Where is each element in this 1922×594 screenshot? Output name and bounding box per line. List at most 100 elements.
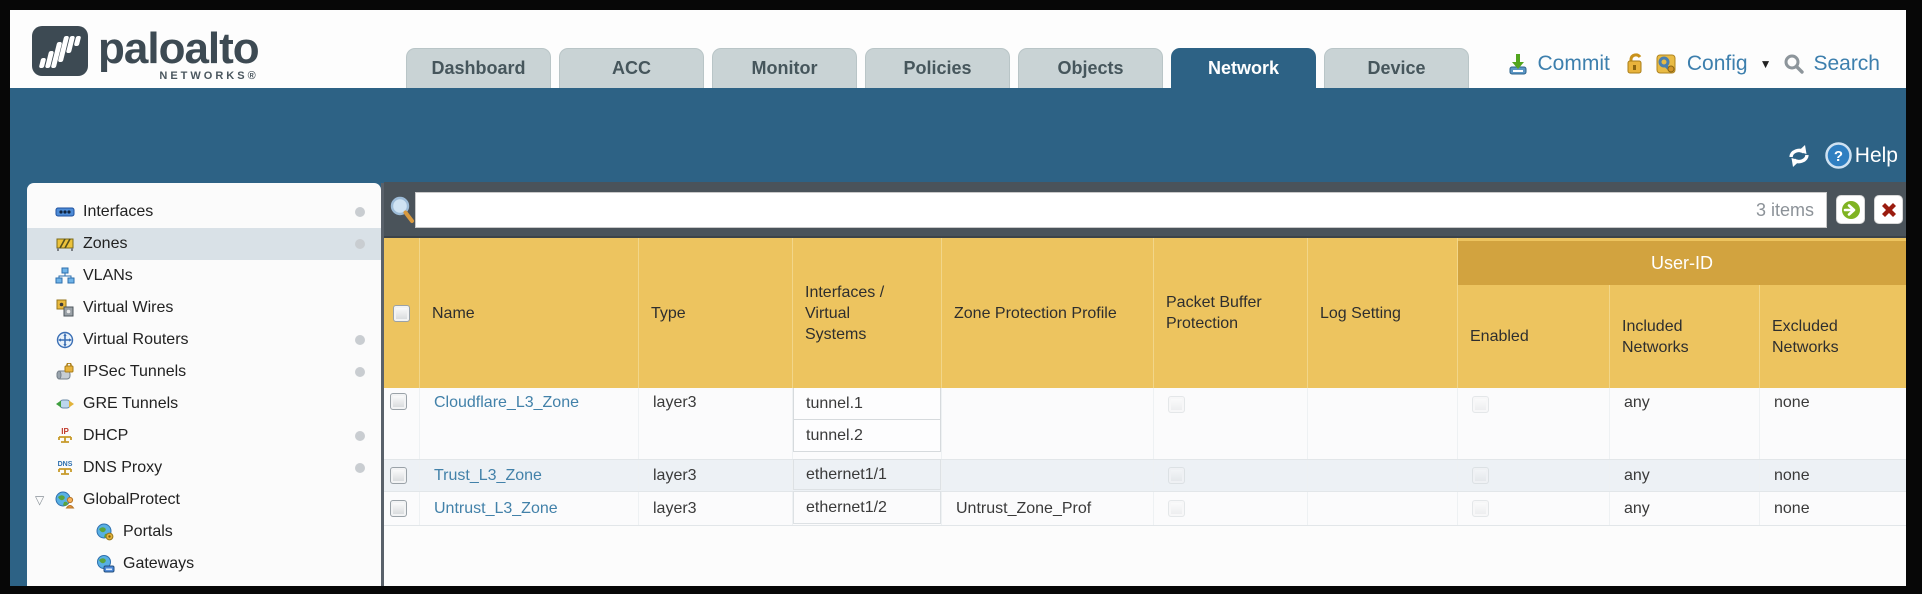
- select-all-cell: [384, 238, 420, 388]
- zone-interfaces: tunnel.1 tunnel.2: [793, 387, 942, 459]
- packet-buffer-protection-checkbox[interactable]: [1168, 467, 1185, 484]
- primary-tabs: Dashboard ACC Monitor Policies Objects N…: [406, 48, 1469, 88]
- zone-interfaces: ethernet1/2: [793, 491, 942, 525]
- status-dot: [355, 239, 365, 249]
- search-icon[interactable]: [1783, 53, 1805, 75]
- globalprotect-icon: [55, 491, 75, 509]
- status-dot: [355, 335, 365, 345]
- tab-network[interactable]: Network: [1171, 48, 1316, 88]
- config-caret-icon[interactable]: ▼: [1759, 57, 1772, 71]
- sidebar-item-ipsec-tunnels[interactable]: IPSec Tunnels: [27, 356, 381, 388]
- packet-buffer-protection-checkbox[interactable]: [1168, 500, 1185, 517]
- tab-monitor[interactable]: Monitor: [712, 48, 857, 88]
- help-button[interactable]: Help: [1854, 143, 1898, 167]
- interface-item: ethernet1/1: [793, 459, 941, 490]
- status-dot: [355, 207, 365, 217]
- sidebar-item-interfaces[interactable]: Interfaces: [27, 196, 381, 228]
- sidebar-item-portals[interactable]: Portals: [27, 516, 381, 548]
- column-header-log-setting[interactable]: Log Setting: [1308, 238, 1458, 388]
- table-row: Trust_L3_Zone layer3 ethernet1/1 any non…: [384, 459, 1906, 492]
- user-id-enabled-checkbox[interactable]: [1472, 467, 1489, 484]
- status-dot: [355, 431, 365, 441]
- zone-name-link[interactable]: Cloudflare_L3_Zone: [420, 388, 639, 459]
- user-id-enabled-checkbox[interactable]: [1472, 396, 1489, 413]
- svg-text:IP: IP: [61, 427, 69, 436]
- virtual-routers-icon: [56, 331, 74, 349]
- tab-policies[interactable]: Policies: [865, 48, 1010, 88]
- zones-panel: 3 items Name T: [384, 182, 1906, 586]
- sidebar-item-virtual-routers[interactable]: Virtual Routers: [27, 324, 381, 356]
- top-action-bar: Commit Config ▼ Search: [1506, 52, 1886, 76]
- user-id-group-header: User-ID: [1458, 241, 1906, 285]
- tab-acc[interactable]: ACC: [559, 48, 704, 88]
- table-row: Cloudflare_L3_Zone layer3 tunnel.1 tunne…: [384, 387, 1906, 460]
- expander-icon[interactable]: ▽: [35, 493, 45, 507]
- dhcp-icon: IP: [58, 427, 72, 443]
- apply-filter-button[interactable]: [1836, 195, 1865, 224]
- commit-button[interactable]: Commit: [1537, 52, 1610, 75]
- sidebar-divider: [381, 183, 384, 586]
- filter-input[interactable]: [415, 192, 1827, 228]
- sidebar-item-virtual-wires[interactable]: Virtual Wires: [27, 292, 381, 324]
- user-id-enabled-checkbox[interactable]: [1472, 500, 1489, 517]
- log-setting: [1308, 492, 1458, 525]
- column-header-excluded-networks[interactable]: Excluded Networks: [1772, 317, 1839, 356]
- excluded-networks: none: [1774, 394, 1810, 411]
- table-row: Untrust_L3_Zone layer3 ethernet1/2 Untru…: [384, 491, 1906, 526]
- column-header-packet-buffer-protection[interactable]: Packet Buffer Protection: [1154, 238, 1308, 388]
- row-checkbox[interactable]: [390, 467, 407, 484]
- banner-actions: ? Help: [1785, 142, 1898, 169]
- column-header-zone-protection-profile[interactable]: Zone Protection Profile: [942, 238, 1154, 388]
- column-header-included-networks[interactable]: Included Networks: [1610, 285, 1760, 388]
- refresh-icon[interactable]: [1785, 143, 1813, 169]
- tab-device[interactable]: Device: [1324, 48, 1469, 88]
- gateways-icon: [97, 555, 115, 573]
- config-button[interactable]: Config: [1686, 52, 1748, 75]
- included-networks: any: [1610, 460, 1760, 491]
- svg-text:DNS: DNS: [58, 461, 73, 468]
- row-checkbox[interactable]: [390, 393, 407, 410]
- tab-objects[interactable]: Objects: [1018, 48, 1163, 88]
- sidebar-item-dhcp[interactable]: IP DHCP: [27, 420, 381, 452]
- svg-text:?: ?: [1834, 148, 1843, 165]
- included-networks: any: [1610, 388, 1760, 459]
- row-checkbox[interactable]: [390, 500, 407, 517]
- vlans-icon: [55, 267, 75, 284]
- column-header-interfaces[interactable]: Interfaces / Virtual Systems: [793, 238, 942, 388]
- select-all-checkbox[interactable]: [393, 304, 410, 322]
- column-header-name[interactable]: Name: [420, 238, 639, 388]
- excluded-networks: none: [1774, 466, 1810, 484]
- help-icon[interactable]: ?: [1825, 142, 1852, 169]
- column-header-type[interactable]: Type: [639, 238, 793, 388]
- sidebar-item-gre-tunnels[interactable]: GRE Tunnels: [27, 388, 381, 420]
- sidebar-item-vlans[interactable]: VLANs: [27, 260, 381, 292]
- zones-icon: [56, 238, 74, 251]
- app-window: paloalto NETWORKS® Dashboard ACC Monitor…: [10, 10, 1906, 586]
- sidebar-item-globalprotect[interactable]: ▽ GlobalProtect: [35, 491, 180, 509]
- lock-icon[interactable]: [1624, 52, 1646, 76]
- config-icon[interactable]: [1654, 52, 1679, 76]
- zone-interfaces: ethernet1/1: [793, 459, 942, 491]
- ipsec-tunnels-icon: [56, 363, 74, 380]
- clear-filter-icon: [1881, 202, 1896, 217]
- zone-name-link[interactable]: Untrust_L3_Zone: [420, 492, 639, 525]
- sidebar-item-gateways[interactable]: Gateways: [27, 548, 381, 580]
- paloalto-logo: paloalto NETWORKS®: [32, 24, 260, 82]
- sidebar-item-dns-proxy[interactable]: DNS DNS Proxy: [27, 452, 381, 484]
- filter-bar: 3 items: [384, 182, 1906, 238]
- column-header-enabled[interactable]: Enabled: [1458, 285, 1610, 388]
- logo-wordmark: paloalto: [98, 24, 260, 73]
- user-id-group: User-ID Enabled Included Networks Exclud…: [1458, 238, 1906, 388]
- packet-buffer-protection-checkbox[interactable]: [1168, 396, 1185, 413]
- clear-filter-button[interactable]: [1874, 195, 1903, 224]
- commit-icon[interactable]: [1506, 52, 1530, 76]
- paloalto-logo-icon: [32, 26, 88, 76]
- sidebar-item-zones[interactable]: Zones: [27, 228, 381, 260]
- excluded-networks: none: [1774, 499, 1810, 517]
- tab-dashboard[interactable]: Dashboard: [406, 48, 551, 88]
- filter-search-icon: [390, 196, 414, 223]
- zone-name-link[interactable]: Trust_L3_Zone: [420, 460, 639, 491]
- log-setting: [1308, 460, 1458, 491]
- zone-protection-profile: Untrust_Zone_Prof: [942, 492, 1154, 525]
- search-button[interactable]: Search: [1813, 52, 1880, 75]
